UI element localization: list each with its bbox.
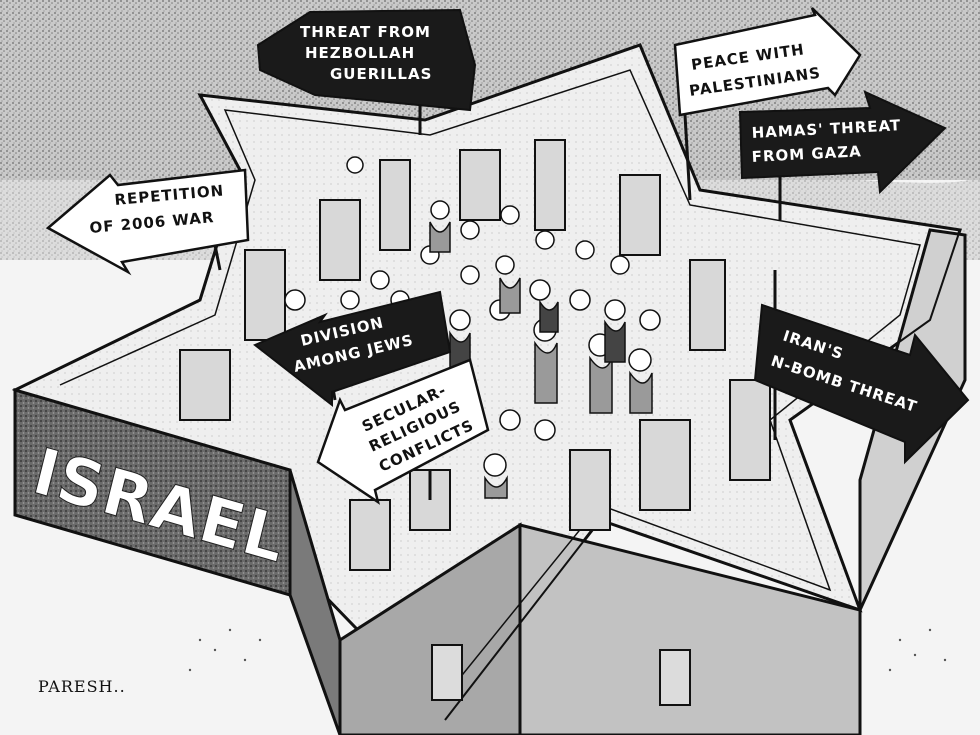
sign-threat-hezbollah: THREAT FROM HEZBOLLAH GUERILLAS <box>256 8 477 112</box>
sign-hamas-gaza: HAMAS' THREAT FROM GAZA <box>738 90 947 195</box>
doorway-left <box>431 644 463 701</box>
sign-hezbollah-line1: THREAT FROM <box>300 23 431 41</box>
sign-hamas-line2: FROM GAZA <box>751 142 862 166</box>
sign-repetition-2006: REPETITION OF 2006 WAR <box>45 168 250 276</box>
artist-signature: PARESH.. <box>38 677 126 696</box>
sign-division-jews: DIVISION AMONG JEWS <box>253 290 452 408</box>
sign-peace-palestinians: PEACE WITH PALESTINIANS <box>673 7 862 117</box>
sign-secular-religious: SECULAR- RELIGIOUS CONFLICTS <box>316 358 490 505</box>
crowd <box>284 156 661 499</box>
sign-hezbollah-line2: HEZBOLLAH <box>305 44 415 62</box>
doorway-right <box>659 649 691 706</box>
ground-dots <box>188 628 947 672</box>
wall-inner-rim <box>59 69 921 691</box>
wall-front-right <box>518 523 862 735</box>
sign-hezbollah-line3: GUERILLAS <box>330 65 432 83</box>
wall-front-center <box>288 469 342 735</box>
sign-iran-nbomb: IRAN'S N-BOMB THREAT <box>753 303 970 465</box>
